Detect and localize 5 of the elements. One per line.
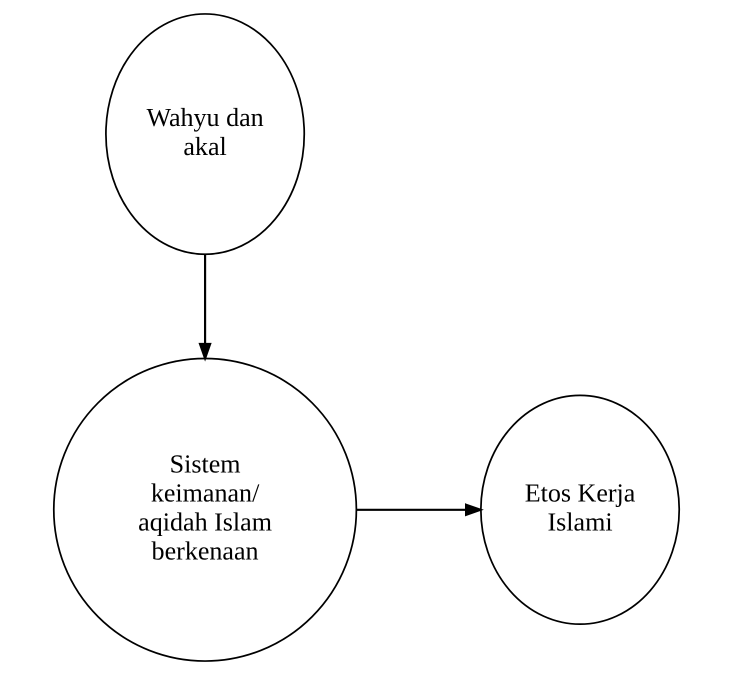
node-ellipse: Wahyu dan akal — [105, 13, 306, 256]
node-ellipse: Etos Kerja Islami — [480, 394, 680, 626]
arrow — [356, 503, 484, 516]
node-circle: Sistem keimanan/ aqidah Islam berkenaan — [52, 358, 358, 662]
arrow — [198, 254, 212, 362]
